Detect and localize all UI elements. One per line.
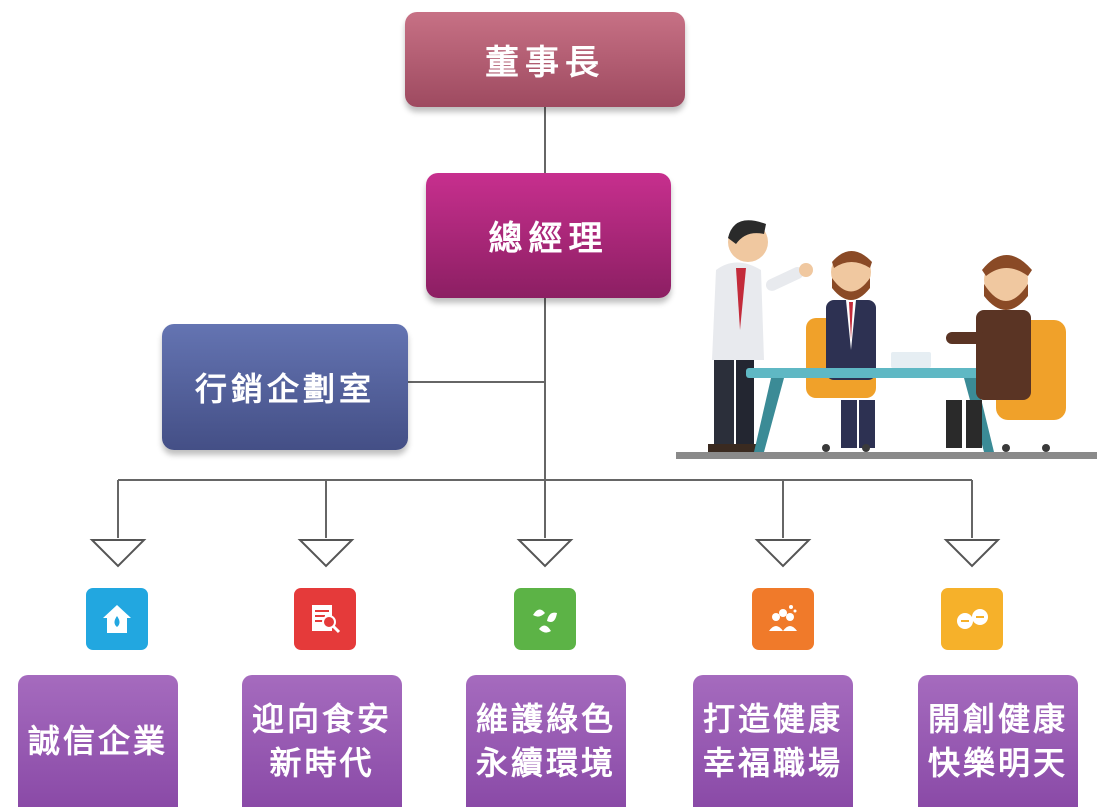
value-label-line2: 快樂明天 [927,744,1068,782]
value-label-line1: 誠信企業 [27,722,168,760]
value-label-line1: 打造健康 [702,700,843,738]
people-icon [752,588,814,650]
value-box-healthy-workplace: 打造健康幸福職場 [693,675,853,807]
value-label-line1: 開創健康 [927,700,1068,738]
arrow-down-icon [89,539,147,568]
arrow-down-icon [943,539,1001,568]
arrow-down-icon [754,539,812,568]
value-box-integrity: 誠信企業 [18,675,178,807]
value-label-line1: 迎向食安 [251,700,392,738]
value-label-line2: 永續環境 [475,744,616,782]
value-label-line1: 維護綠色 [475,700,616,738]
chairman-box: 董事長 [405,12,685,107]
standing-man [708,220,813,452]
value-box-food-safety: 迎向食安新時代 [242,675,402,807]
seated-man-middle [806,251,876,448]
arrow-down-icon [516,539,574,568]
document-search-icon [294,588,356,650]
value-box-happy-future: 開創健康快樂明天 [918,675,1078,807]
marketing-office-box: 行銷企劃室 [162,324,408,450]
seated-man-right [946,255,1066,448]
general-manager-label: 總經理 [488,219,609,259]
meeting-table [746,352,1006,452]
chairman-label: 董事長 [485,43,605,83]
value-label-line2: 幸福職場 [702,744,843,782]
business-meeting-illustration [676,220,1097,459]
arrow-down-icon [297,539,355,568]
value-label-line2: 新時代 [269,744,375,782]
value-box-green-environment: 維護綠色永續環境 [466,675,626,807]
house-icon [86,588,148,650]
marketing-office-label: 行銷企劃室 [194,370,375,408]
leaves-icon [514,588,576,650]
circles-icon [941,588,1003,650]
general-manager-box: 總經理 [426,173,671,298]
